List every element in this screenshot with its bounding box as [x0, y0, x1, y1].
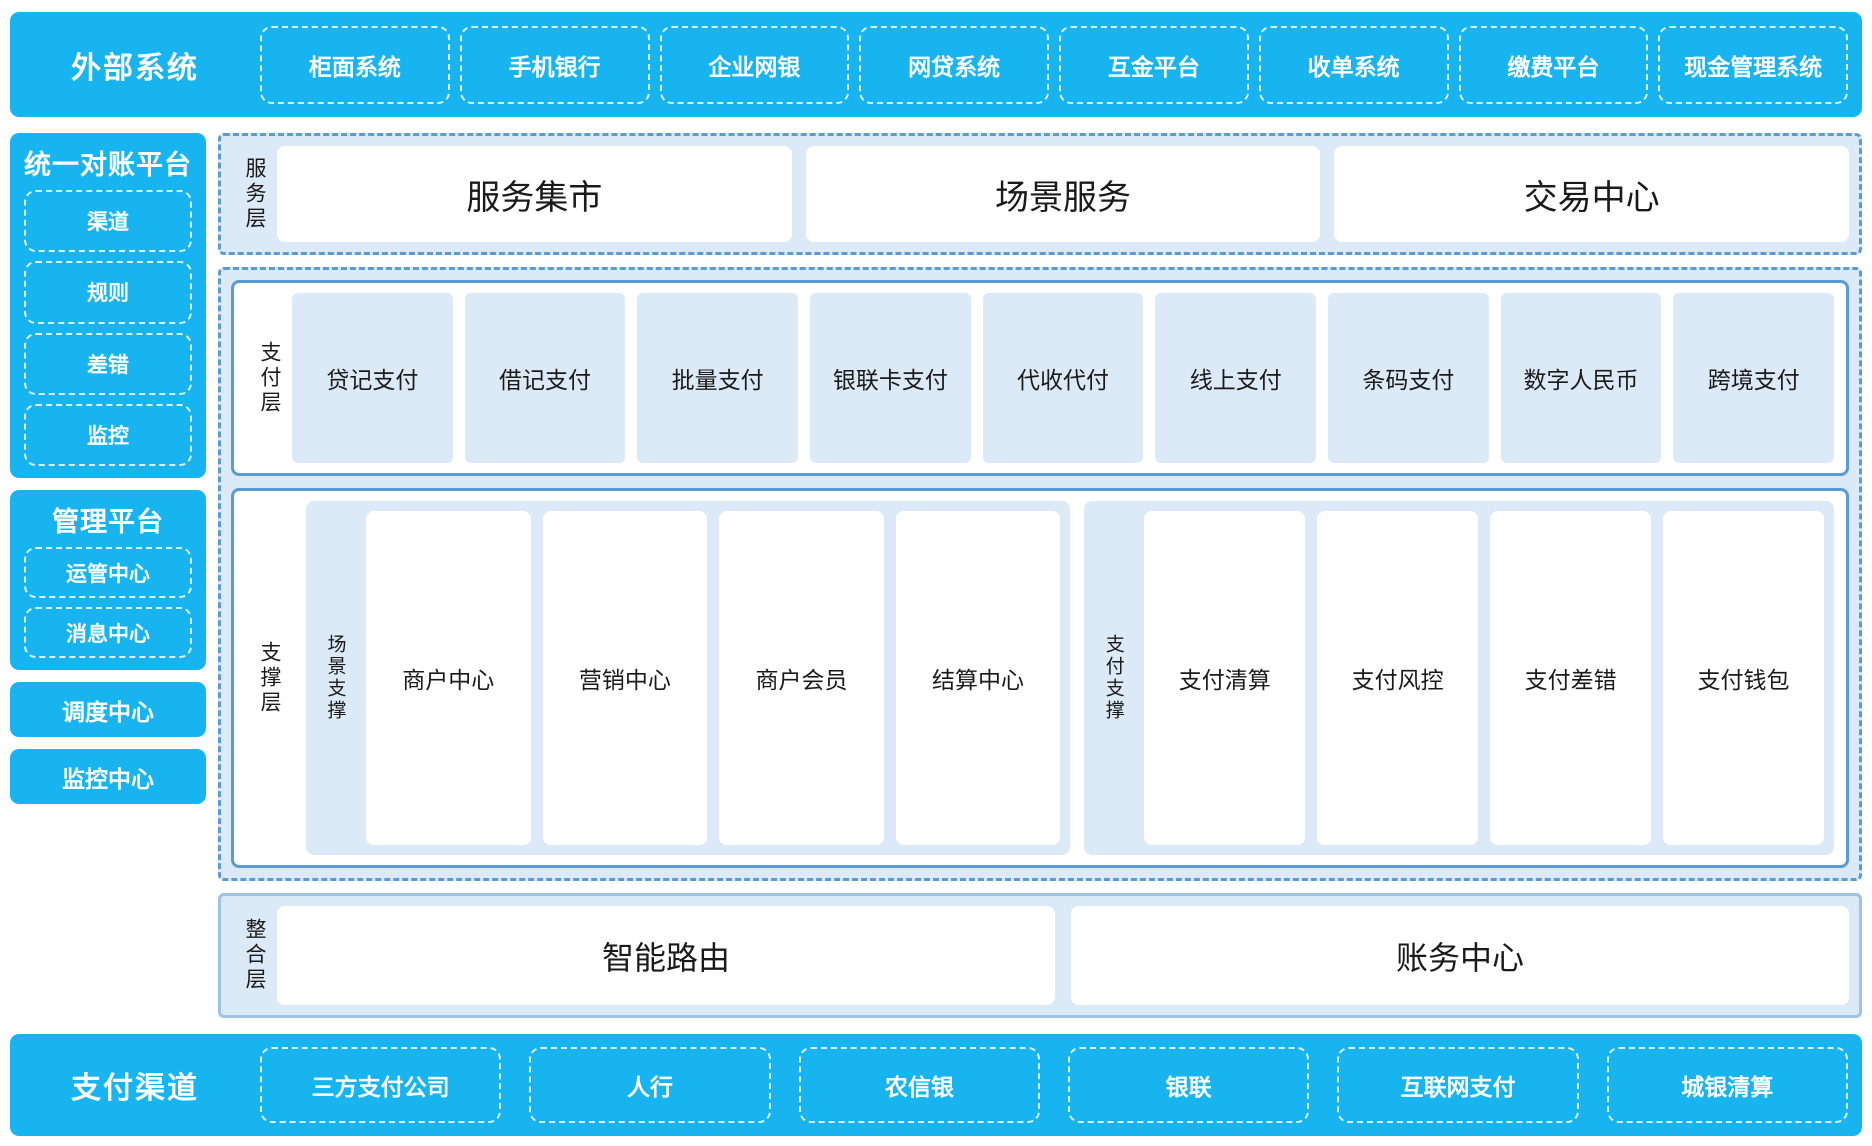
- external-system-item[interactable]: 企业网银: [659, 25, 850, 104]
- payment-channel-title: 支付渠道: [71, 1072, 199, 1105]
- payment-layer-group: 支付层 贷记支付 借记支付 批量支付 银联卡支付 代收代付 线上支付 条码支付 …: [231, 280, 1849, 476]
- service-layer-label: 服务层: [243, 156, 266, 232]
- payment-channel-item-rcc[interactable]: 农信银: [798, 1047, 1040, 1123]
- external-systems-chip-list: 柜面系统 手机银行 企业网银 网贷系统 互金平台 收单系统 缴费平台 现金管理系…: [260, 25, 1848, 104]
- integration-layer-section: 整合层 智能路由 账务中心: [218, 893, 1862, 1018]
- scene-support-label: 场景支撑: [324, 634, 346, 722]
- external-system-item[interactable]: 网贷系统: [859, 25, 1049, 104]
- scene-card-merchant-center[interactable]: 商户中心: [366, 511, 531, 845]
- management-platform-panel: 管理平台 运管中心 消息中心: [10, 490, 206, 670]
- reconciliation-item-monitor[interactable]: 监控: [24, 403, 192, 466]
- payment-tile-online[interactable]: 线上支付: [1155, 293, 1317, 463]
- payment-support-card-risk-control[interactable]: 支付风控: [1317, 511, 1479, 845]
- management-platform-title: 管理平台: [52, 507, 164, 537]
- reconciliation-platform-title: 统一对账平台: [24, 150, 192, 180]
- external-system-item[interactable]: 互金平台: [1059, 25, 1249, 104]
- integration-layer-card-list: 智能路由 账务中心: [277, 906, 1849, 1005]
- payment-tile-batch[interactable]: 批量支付: [637, 293, 799, 463]
- payment-support-label: 支付支撑: [1102, 634, 1124, 722]
- service-layer-section: 服务层 服务集市 场景服务 交易中心: [218, 133, 1862, 255]
- integration-card-accounting-center[interactable]: 账务中心: [1071, 906, 1849, 1005]
- payment-channel-item-third-party[interactable]: 三方支付公司: [260, 1047, 502, 1123]
- left-sidebar: 统一对账平台 渠道 规则 差错 监控 管理平台 运管中心 消息中心 调度中心 监…: [10, 133, 206, 1018]
- reconciliation-item-error[interactable]: 差错: [24, 332, 192, 395]
- service-card-scenario[interactable]: 场景服务: [805, 146, 1321, 242]
- payment-support-card-clearing[interactable]: 支付清算: [1144, 511, 1306, 845]
- payment-channel-item-internet-payment[interactable]: 互联网支付: [1337, 1047, 1579, 1123]
- scene-card-settlement-center[interactable]: 结算中心: [895, 511, 1061, 845]
- management-item-message-center[interactable]: 消息中心: [24, 607, 192, 658]
- external-system-item[interactable]: 柜面系统: [260, 25, 450, 104]
- scene-support-subgroup: 场景支撑 商户中心 营销中心 商户会员 结算中心: [306, 501, 1071, 855]
- service-layer-card-list: 服务集市 场景服务 交易中心: [277, 146, 1850, 242]
- platform-layers: 服务层 服务集市 场景服务 交易中心 支付层 贷记支付 借记支付 批量支付 银联…: [218, 133, 1862, 1018]
- payment-channel-bar: 支付渠道 三方支付公司 人行 农信银 银联 互联网支付 城银清算: [10, 1034, 1862, 1136]
- payment-channel-item-city-bank-clearing[interactable]: 城银清算: [1606, 1047, 1848, 1123]
- payment-tile-digital-rmb[interactable]: 数字人民币: [1500, 293, 1662, 463]
- payment-support-card-error[interactable]: 支付差错: [1490, 511, 1652, 845]
- payment-tile-collection-payment[interactable]: 代收代付: [982, 293, 1144, 463]
- management-item-operations-center[interactable]: 运管中心: [24, 547, 192, 598]
- reconciliation-item-rule[interactable]: 规则: [24, 261, 192, 324]
- payment-layer-label: 支付层: [258, 340, 281, 416]
- external-system-item[interactable]: 现金管理系统: [1658, 25, 1848, 104]
- service-card-transaction-center[interactable]: 交易中心: [1334, 146, 1850, 242]
- payment-channel-item-unionpay[interactable]: 银联: [1067, 1047, 1310, 1123]
- integration-layer-label: 整合层: [243, 918, 266, 993]
- integration-card-smart-routing[interactable]: 智能路由: [277, 906, 1055, 1005]
- scheduling-center-box[interactable]: 调度中心: [10, 682, 206, 737]
- external-system-item[interactable]: 收单系统: [1258, 25, 1449, 104]
- external-system-item[interactable]: 手机银行: [459, 25, 650, 104]
- scene-card-marketing-center[interactable]: 营销中心: [542, 511, 708, 845]
- support-layer-label: 支撑层: [258, 640, 281, 716]
- payment-support-subgroup: 支付支撑 支付清算 支付风控 支付差错 支付钱包: [1084, 501, 1834, 855]
- external-systems-title: 外部系统: [71, 51, 199, 85]
- payment-tile-cross-border[interactable]: 跨境支付: [1673, 293, 1835, 463]
- reconciliation-item-channel[interactable]: 渠道: [24, 190, 192, 253]
- payment-tile-barcode[interactable]: 条码支付: [1328, 293, 1489, 463]
- payment-channel-item-pboc[interactable]: 人行: [529, 1047, 771, 1123]
- reconciliation-platform-panel: 统一对账平台 渠道 规则 差错 监控: [10, 133, 206, 478]
- service-card-marketplace[interactable]: 服务集市: [277, 146, 792, 242]
- scene-card-merchant-member[interactable]: 商户会员: [719, 511, 884, 845]
- payment-layer-card-list: 贷记支付 借记支付 批量支付 银联卡支付 代收代付 线上支付 条码支付 数字人民…: [292, 293, 1835, 463]
- monitoring-center-box[interactable]: 监控中心: [10, 749, 206, 804]
- external-systems-bar: 外部系统 柜面系统 手机银行 企业网银 网贷系统 互金平台 收单系统 缴费平台 …: [10, 12, 1862, 117]
- middle-region: 统一对账平台 渠道 规则 差错 监控 管理平台 运管中心 消息中心 调度中心 监…: [10, 133, 1862, 1018]
- payment-channel-chip-list: 三方支付公司 人行 农信银 银联 互联网支付 城银清算: [260, 1047, 1848, 1123]
- payment-tile-unionpay-card[interactable]: 银联卡支付: [810, 293, 971, 463]
- support-layer-group: 支撑层 场景支撑 商户中心 营销中心 商户会员 结算中心 支付支撑 支付清算 支…: [231, 488, 1849, 868]
- payment-tile-debit[interactable]: 借记支付: [464, 293, 626, 463]
- payment-and-support-section: 支付层 贷记支付 借记支付 批量支付 银联卡支付 代收代付 线上支付 条码支付 …: [218, 267, 1862, 881]
- payment-tile-credit[interactable]: 贷记支付: [292, 293, 453, 463]
- external-system-item[interactable]: 缴费平台: [1458, 25, 1649, 104]
- payment-support-card-wallet[interactable]: 支付钱包: [1663, 511, 1824, 845]
